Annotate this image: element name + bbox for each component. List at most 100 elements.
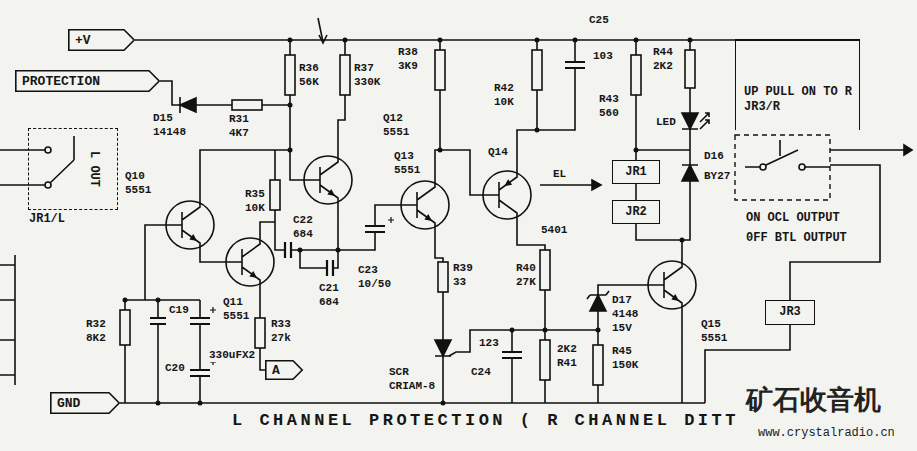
- node-text: UP PULL ON TO R JR3/R: [744, 85, 853, 115]
- resistor-symbol: [532, 50, 542, 90]
- resistor-symbol: [435, 50, 445, 90]
- part-label: R39: [452, 262, 474, 275]
- part-label: 10/50: [357, 278, 392, 291]
- junction-dot: [634, 148, 639, 153]
- relay-contact: [735, 135, 830, 200]
- part-label: 150K: [611, 359, 639, 372]
- relay-contact: [45, 135, 830, 200]
- relay-contact-frame: L OUTJR1/L: [28, 128, 118, 210]
- transistor-symbol: [304, 150, 352, 210]
- part-label: R43: [598, 93, 620, 106]
- watermark: www.crystalradio.cn: [757, 426, 896, 440]
- supply-flag: +V: [68, 29, 135, 51]
- node-text: JR2: [625, 205, 647, 220]
- watermark: 矿石收音机: [745, 385, 882, 415]
- capacitor-symbol: [210, 217, 394, 365]
- resistor-symbol: [685, 50, 695, 88]
- node-text: JR1/L: [29, 212, 65, 227]
- junction-dot: [535, 128, 540, 133]
- part-label: Q12: [382, 112, 404, 125]
- part-label: 15V: [611, 322, 633, 335]
- part-label: Q11: [222, 296, 244, 309]
- part-label: 56K: [298, 76, 320, 89]
- diode-symbol: [180, 98, 698, 356]
- relay-contact: [799, 164, 805, 170]
- part-label: 2K2: [652, 60, 674, 73]
- part-label: D15: [152, 112, 174, 125]
- part-label: D16: [703, 150, 725, 163]
- part-label: 14148: [152, 126, 187, 139]
- mode-note: ON OCL OUTPUT: [745, 211, 841, 225]
- junction-dot: [441, 401, 446, 406]
- signal-flag: PROTECTION: [15, 70, 160, 92]
- junction-dot: [596, 328, 601, 333]
- caption: L CHANNEL PROTECTION ( R CHANNEL DITT: [232, 411, 739, 431]
- part-label: Q13: [393, 150, 415, 163]
- diode-symbol: [180, 97, 709, 356]
- part-label: LED: [655, 116, 677, 129]
- arrow-mark: [904, 145, 912, 155]
- part-label: 10K: [493, 96, 515, 109]
- part-label: R32: [85, 318, 107, 331]
- wire-connector: [635, 184, 637, 200]
- part-label: 10K: [244, 202, 266, 215]
- resistor-symbol: [285, 55, 295, 95]
- capacitor-symbol: [150, 62, 585, 376]
- flag-outline: [51, 393, 119, 413]
- part-label: 4K7: [228, 127, 250, 140]
- transistor-symbol: [483, 165, 531, 225]
- part-label: 5401: [540, 224, 568, 237]
- part-label: 684: [318, 296, 340, 309]
- junction-dot: [198, 401, 203, 406]
- resistor-symbol: [120, 50, 695, 385]
- part-label: 27k: [270, 332, 292, 345]
- flag-outline: [69, 30, 134, 50]
- resistor-symbol: [540, 250, 550, 290]
- transistor-symbol: [166, 195, 214, 255]
- resistor-symbol: [438, 262, 448, 292]
- part-label: 5551: [393, 164, 421, 177]
- relay-contact: [745, 140, 830, 167]
- part-label: C22: [292, 214, 314, 227]
- part-label: 560: [598, 107, 620, 120]
- ground-flag: GND: [50, 392, 120, 414]
- junction-dot: [438, 148, 443, 153]
- transistor-symbol: [648, 255, 696, 315]
- transistor-symbol: [166, 150, 696, 315]
- node-text: A: [272, 363, 280, 378]
- junction-dot: [156, 298, 161, 303]
- node-text: JR1: [625, 165, 647, 180]
- part-label: 5551: [124, 184, 152, 197]
- part-label: R41: [556, 357, 578, 370]
- part-label: Q14: [487, 146, 509, 159]
- part-label: R44: [652, 46, 674, 59]
- part-label: 2K2: [556, 343, 578, 356]
- junction-dot: [123, 298, 128, 303]
- part-label: C19: [168, 304, 190, 317]
- wire-connector: [135, 39, 735, 41]
- part-label: R42: [493, 82, 515, 95]
- transistor-symbol: [226, 232, 274, 292]
- junction-dot: [123, 38, 693, 406]
- part-label: R45: [611, 345, 633, 358]
- resistor-symbol: [255, 318, 265, 348]
- junction-dot: [680, 238, 685, 243]
- resistor-symbol: [120, 310, 130, 345]
- part-label: C21: [318, 282, 340, 295]
- part-label: C20: [164, 362, 186, 375]
- arrow-mark: [319, 35, 327, 43]
- wire: [0, 40, 904, 403]
- part-label: C24: [470, 366, 492, 379]
- connector-flag: A: [265, 360, 303, 380]
- resistor-symbol: [631, 55, 641, 95]
- node-text: GND: [57, 396, 80, 411]
- relay-contact: [50, 136, 74, 183]
- relay-coil: JR3: [765, 300, 815, 325]
- node-text: PROTECTION: [22, 74, 100, 89]
- part-label: 33: [452, 276, 467, 289]
- node-text: L OUT: [85, 151, 100, 187]
- junction-dot: [298, 248, 303, 253]
